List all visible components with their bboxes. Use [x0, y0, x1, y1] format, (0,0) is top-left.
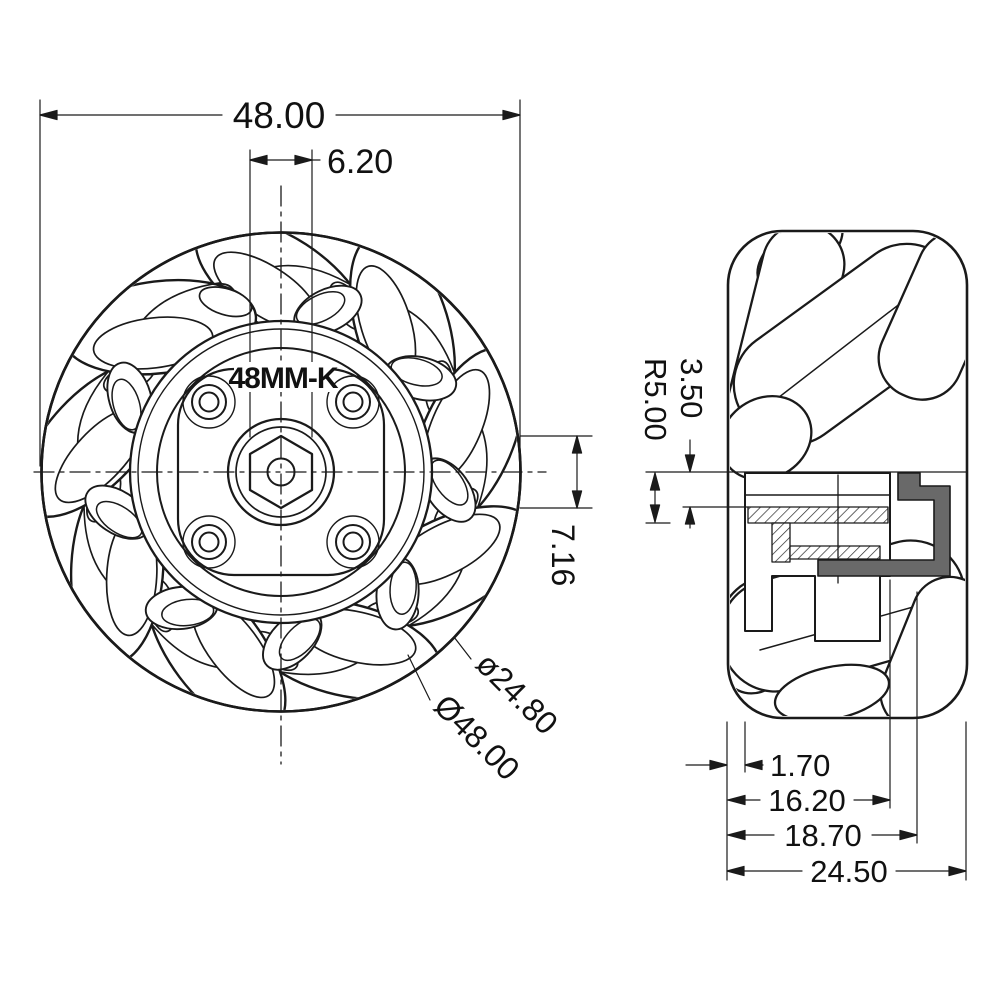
roller	[773, 663, 891, 716]
hub-section	[744, 472, 951, 642]
side-view	[645, 229, 969, 881]
screw-hole	[326, 375, 380, 429]
model-label-backing	[234, 362, 334, 392]
dim-bore-width-label: 6.20	[327, 143, 393, 181]
dim-roller-radius-label: R5.00	[638, 358, 673, 441]
model-label: 48MM-K	[228, 362, 338, 395]
dim-hex-height	[519, 435, 593, 509]
screw-hole	[182, 515, 236, 569]
section-hatch	[771, 522, 791, 563]
dim-top-offset-label: 3.50	[674, 358, 709, 418]
dim-hub-label: 16.20	[768, 783, 846, 818]
dim-bottom-group	[685, 579, 967, 881]
leader-outer-dia	[407, 654, 431, 701]
dim-overall-width	[39, 99, 521, 467]
screw-hole	[182, 375, 236, 429]
dim-width-label: 48.00	[233, 95, 326, 136]
dim-left-group	[645, 439, 968, 529]
section-hatch	[789, 545, 881, 560]
dim-inner-label: 18.70	[784, 818, 862, 853]
section-hatch	[747, 506, 889, 524]
screw-hole	[326, 515, 380, 569]
bearing-dark-profile	[817, 472, 951, 577]
leader-hub-dia	[453, 636, 472, 660]
dim-lip-label: 1.70	[770, 748, 830, 783]
roller	[877, 233, 965, 401]
roller	[879, 575, 965, 716]
dim-overall-label: 24.50	[810, 854, 888, 889]
dim-bore-height-label: 7.16	[545, 524, 581, 586]
